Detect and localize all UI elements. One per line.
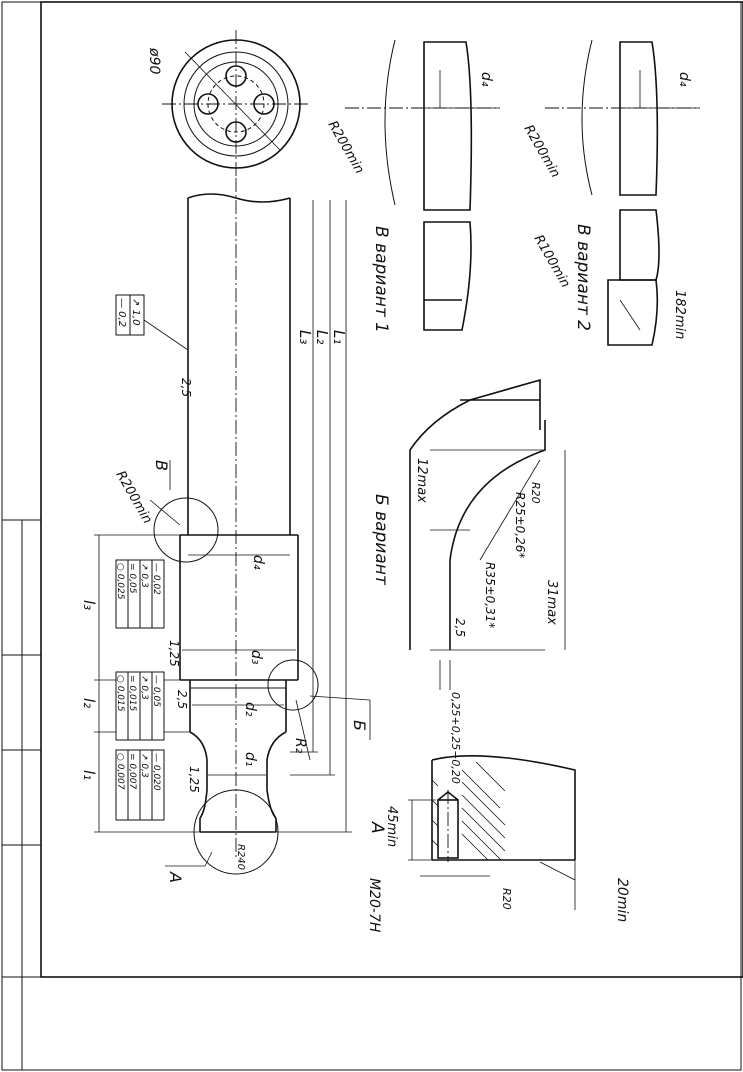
detail-v2-R100: R100min [531,233,573,291]
tol-l2-4: — 0,05 [151,675,161,707]
detail-b-31max: 31max [544,580,559,625]
tol-body-2: ↗ 1,0 [130,298,141,325]
overall-length-dims [276,200,352,833]
detail-v1-radius: R200min [325,119,367,177]
tol-l1-1: ○ 0,007 [115,753,125,790]
detail-b-profile [409,378,566,690]
stamp-column [2,519,41,977]
label-d2: d₂ [242,702,258,717]
detail-b-roughness: 2,5 [453,618,467,637]
detail-b-12max: 12max [414,458,429,503]
shaft-outline [153,178,319,875]
detail-a-length: 20min [614,878,630,922]
detail-a-thread: M20-7H [366,878,382,933]
tol-l2-3: ↗ 0,3 [139,675,149,700]
tol-l2-2: = 0,015 [127,675,137,711]
tol-l2-1: ○ 0,015 [115,675,125,712]
end-view-diameter: ø90 [146,47,162,74]
label-L2: L₂ [313,330,331,344]
detail-a-section [408,754,576,910]
detail-b-R25: R25±0,26* [513,492,527,558]
tolerance-block-body [115,294,189,351]
label-d3: d₃ [248,650,264,665]
tol-body-1: — 0,2 [116,298,127,327]
tolerance-block-l3 [115,559,165,629]
roughness-body: 2,5 [179,378,193,397]
radius-R2: R₂ [292,738,308,754]
roughness-l1: 1,25 [187,766,201,793]
view-letter-V: В [152,460,171,471]
tol-l1-4: — 0,020 [151,753,161,791]
tol-l1-3: ↗ 0,3 [139,753,149,778]
detail-a-radius: R20 [500,888,513,910]
detail-b-R35: R35±0,31* [483,562,497,628]
detail-b-tolerance: 0,25+0,25−0,20 [449,692,462,784]
label-l3: l₃ [80,600,98,610]
roughness-l2: 2,5 [175,690,189,709]
tol-l1-2: = 0,007 [127,753,137,789]
roughness-l3: 1,25 [167,640,181,667]
end-view: ø90 [146,30,310,178]
detail-circle-v [153,497,219,563]
detail-v2-length: 182min [672,290,687,339]
detail-v2-profile [545,39,700,346]
tol-l3-3: ↗ 0,3 [139,563,149,588]
detail-a-depth: 45min [384,806,399,847]
label-l1: l₁ [80,770,98,780]
detail-b-R20: R20 [529,482,542,504]
detail-a-title: A [367,821,387,834]
label-L1: L₁ [330,330,348,344]
detail-v1-diameter: d₄ [478,72,494,87]
detail-a-hatch [431,761,506,861]
diameter-dims [182,554,296,776]
detail-v2-diameter: d₄ [676,72,692,87]
radius-R200min-main: R200min [113,469,155,527]
label-L3: L₃ [296,330,314,344]
tolerance-block-l1 [115,749,165,821]
detail-v1-title: В вариант 1 [371,226,391,333]
tol-l3-4: — 0,02 [151,563,161,595]
detail-circle-b [267,659,319,711]
detail-v2-R200: R200min [521,123,563,181]
tol-l3-1: ○ 0,025 [115,563,125,600]
detail-v2-title: В вариант 2 [573,224,593,331]
detail-b-title: Б вариант [371,494,391,586]
label-l2: l₂ [80,698,98,708]
end-radius: R240 [235,844,246,870]
label-d1: d₁ [242,752,258,767]
label-d4: d₄ [250,555,266,570]
view-letter-A: A [166,871,185,883]
tolerance-block-l2 [115,671,165,741]
tol-l3-2: = 0,05 [127,563,137,594]
detail-v1-profile [345,39,500,331]
view-letter-B: Б [350,720,369,731]
